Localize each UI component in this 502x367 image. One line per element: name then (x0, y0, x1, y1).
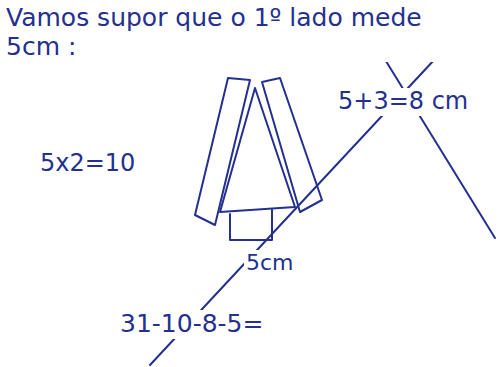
dimension: 5cm (244, 250, 296, 275)
calculation: 5+3=8 cm (336, 88, 470, 116)
calculation: 5x2=10 (38, 150, 137, 178)
triangle (220, 88, 295, 212)
calculation: 31-10-8-5= (118, 310, 265, 339)
right-rectangle (262, 78, 322, 212)
note-text: Vamos supor que o 1º lado mede 5cm : (4, 4, 478, 62)
bottom-rectangle (230, 210, 272, 240)
